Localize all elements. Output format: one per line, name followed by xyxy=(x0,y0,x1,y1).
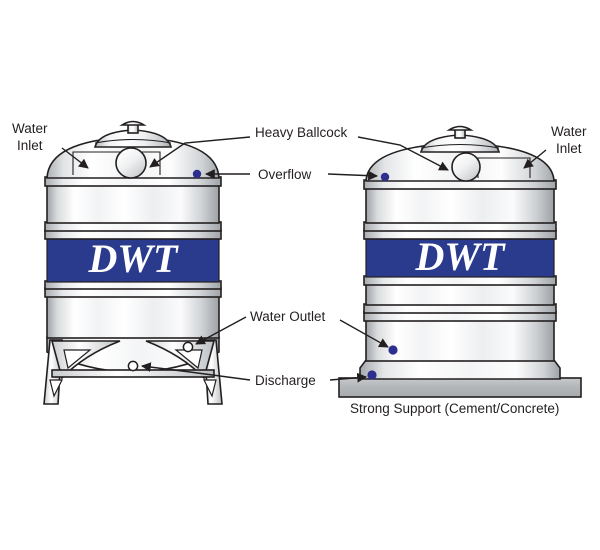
right-tank-lid-rim xyxy=(420,143,500,149)
label-water-inlet-left-line1: Water xyxy=(12,121,48,136)
left-tank-brand-text: DWT xyxy=(88,236,179,281)
left-tank-foot-cutout-right xyxy=(203,379,217,398)
label-water-outlet: Water Outlet xyxy=(250,309,326,324)
right-tank: DWT xyxy=(338,125,582,398)
right-tank-bottom-skirt xyxy=(359,359,561,380)
label-water-inlet-right-line1: Water xyxy=(551,124,587,139)
right-tank-water-outlet-port xyxy=(388,345,398,355)
leader-heavy-ballcock-right xyxy=(357,136,449,171)
left-tank-discharge-port xyxy=(127,360,139,372)
leader-water-inlet-left xyxy=(61,147,89,169)
label-heavy-ballcock: Heavy Ballcock xyxy=(255,125,348,140)
callout-leader-lines xyxy=(61,136,547,383)
right-tank-lid-knob-cap xyxy=(446,125,474,131)
label-water-inlet-left-line2: Inlet xyxy=(17,138,43,153)
left-tank-water-outlet-port xyxy=(182,341,194,353)
leader-discharge-left xyxy=(141,362,251,381)
right-tank-brand-text: DWT xyxy=(415,234,506,279)
label-overflow: Overflow xyxy=(258,167,312,182)
left-tank: DWT xyxy=(43,120,223,405)
leader-heavy-ballcock-left xyxy=(149,136,251,168)
right-tank-mid-body xyxy=(365,283,555,306)
leader-water-outlet-right xyxy=(339,319,389,348)
right-tank-upper-body xyxy=(365,187,555,224)
callout-labels: Water Inlet Water Inlet Heavy Ballcock O… xyxy=(12,121,587,416)
right-tank-lower-body xyxy=(365,319,555,362)
right-tank-discharge-port xyxy=(367,370,377,380)
leader-overflow-right xyxy=(327,170,378,181)
left-tank-lid-knob-cap xyxy=(119,120,147,126)
label-water-inlet-right-line2: Inlet xyxy=(556,141,582,156)
left-tank-ballcock-icon xyxy=(115,147,147,179)
concrete-support-slab xyxy=(338,377,582,398)
left-tank-lid-rim xyxy=(94,138,172,144)
left-tank-lower-body xyxy=(46,295,220,339)
right-tank-brand-band xyxy=(365,237,555,278)
label-discharge: Discharge xyxy=(255,373,316,388)
left-tank-overflow-port xyxy=(192,169,202,179)
right-tank-overflow-port xyxy=(380,172,390,182)
left-tank-brand-band xyxy=(46,237,220,283)
left-tank-upper-body xyxy=(46,184,220,224)
label-strong-support: Strong Support (Cement/Concrete) xyxy=(350,401,559,416)
leader-water-outlet-left xyxy=(195,316,247,345)
leader-water-inlet-right xyxy=(523,149,547,169)
left-tank-foot-cutout-left xyxy=(49,379,63,398)
left-tank-gusset-cutout-a xyxy=(63,349,92,370)
right-tank-ballcock-icon xyxy=(451,152,481,182)
leader-discharge-right xyxy=(329,372,367,383)
